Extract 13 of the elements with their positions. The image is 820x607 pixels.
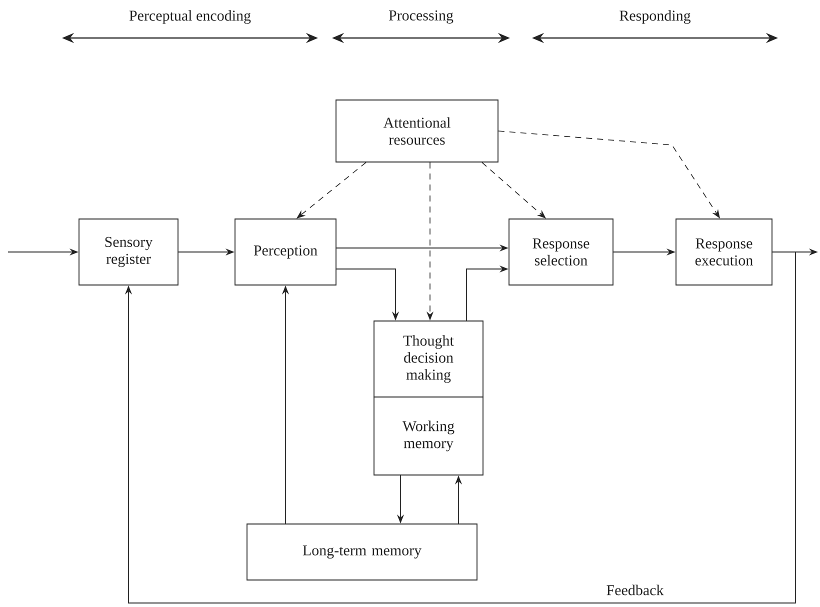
phase-label: Responding (620, 10, 691, 24)
process-box: Response selection (508, 218, 614, 286)
phase-label: Perceptual encoding (129, 10, 251, 24)
process-box: Perception (234, 218, 336, 286)
phase-label: Processing (388, 10, 454, 24)
edge-label: Feedback (605, 584, 665, 596)
arrow (124, 252, 796, 604)
process-box: Response execution (676, 218, 772, 286)
process-box: Long-term memory (246, 524, 478, 580)
process-box: Thought decision making (374, 320, 484, 398)
process-box: Working memory (374, 396, 484, 476)
process-box: Attentional resources (336, 100, 498, 162)
process-box: Sensory register (78, 218, 178, 286)
